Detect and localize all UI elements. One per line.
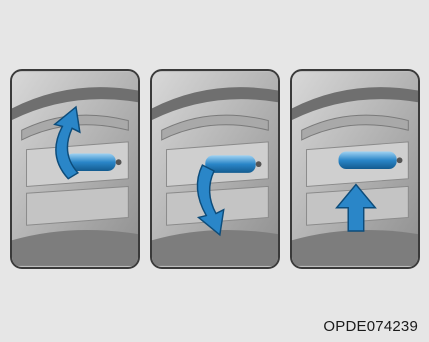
steering-switch-illustration <box>12 71 138 267</box>
panel-lever-down <box>150 69 280 269</box>
steering-switch-illustration <box>152 71 278 267</box>
steering-switch-illustration <box>292 71 418 267</box>
panel-lever-pull <box>290 69 420 269</box>
panel-lever-up <box>10 69 140 269</box>
illustration-row <box>10 69 420 269</box>
figure-code-label: OPDE074239 <box>323 318 418 335</box>
lever <box>339 152 397 169</box>
